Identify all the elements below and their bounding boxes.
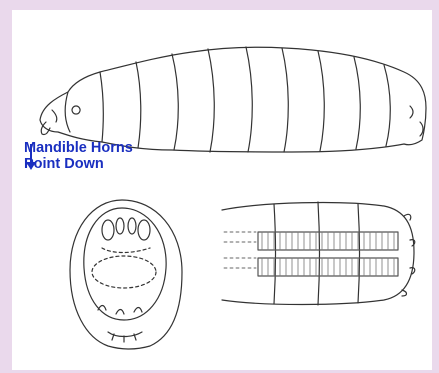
- larva-drawing: [12, 10, 432, 370]
- annotation-text: Mandible Horns Point Down: [24, 140, 133, 172]
- annotation-line-1: Mandible Horns: [24, 140, 133, 156]
- larva-side-view: [40, 47, 426, 152]
- down-arrow-icon: [22, 142, 40, 172]
- larva-rear-view: [222, 202, 415, 305]
- annotation-line-2: Point Down: [24, 156, 133, 172]
- illustration-panel: Mandible Horns Point Down: [12, 10, 432, 370]
- mandible-horns-annotation: Mandible Horns Point Down: [22, 140, 133, 172]
- larva-front-view: [70, 200, 182, 349]
